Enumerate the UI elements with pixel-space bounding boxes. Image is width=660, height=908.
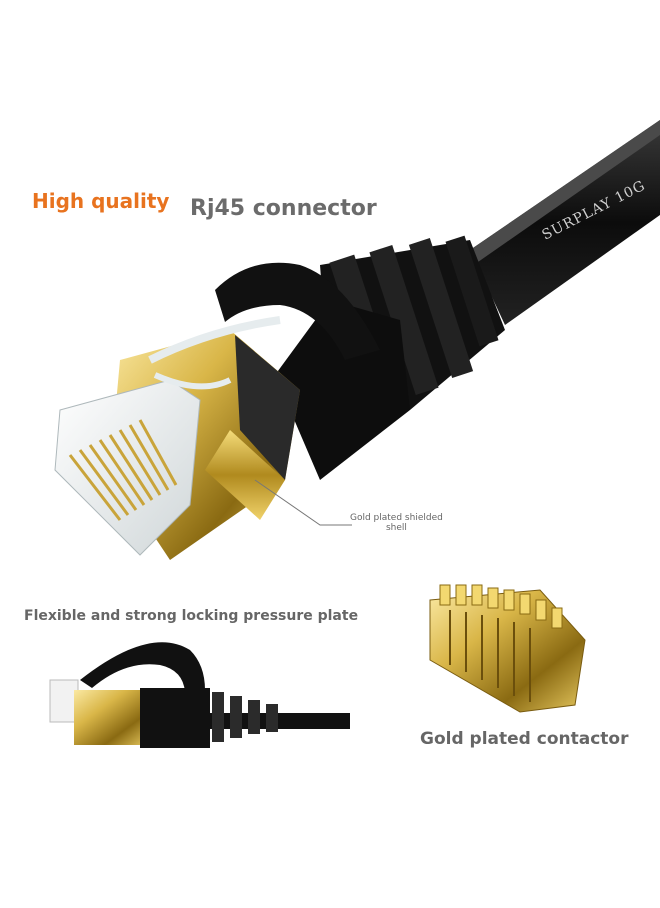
locking-plate-label: Flexible and strong locking pressure pla… [24, 608, 359, 624]
locking-latch [215, 262, 380, 360]
gold-contactor [429, 584, 586, 713]
side-view-connector [49, 642, 350, 748]
connector-boot [275, 235, 505, 480]
clear-plug-head [54, 316, 281, 556]
high-quality-label: High quality [32, 189, 170, 213]
connector-title: Rj45 connector [190, 196, 377, 221]
shell-label-line1: Gold plated shielded [350, 513, 443, 523]
shell-leader-line [254, 479, 352, 526]
flat-cable: SURPLAY 10G [470, 120, 660, 325]
shell-label: Gold plated shielded shell [350, 513, 443, 533]
contactor-label: Gold plated contactor [420, 729, 629, 749]
shell-label-line2: shell [385, 523, 407, 533]
